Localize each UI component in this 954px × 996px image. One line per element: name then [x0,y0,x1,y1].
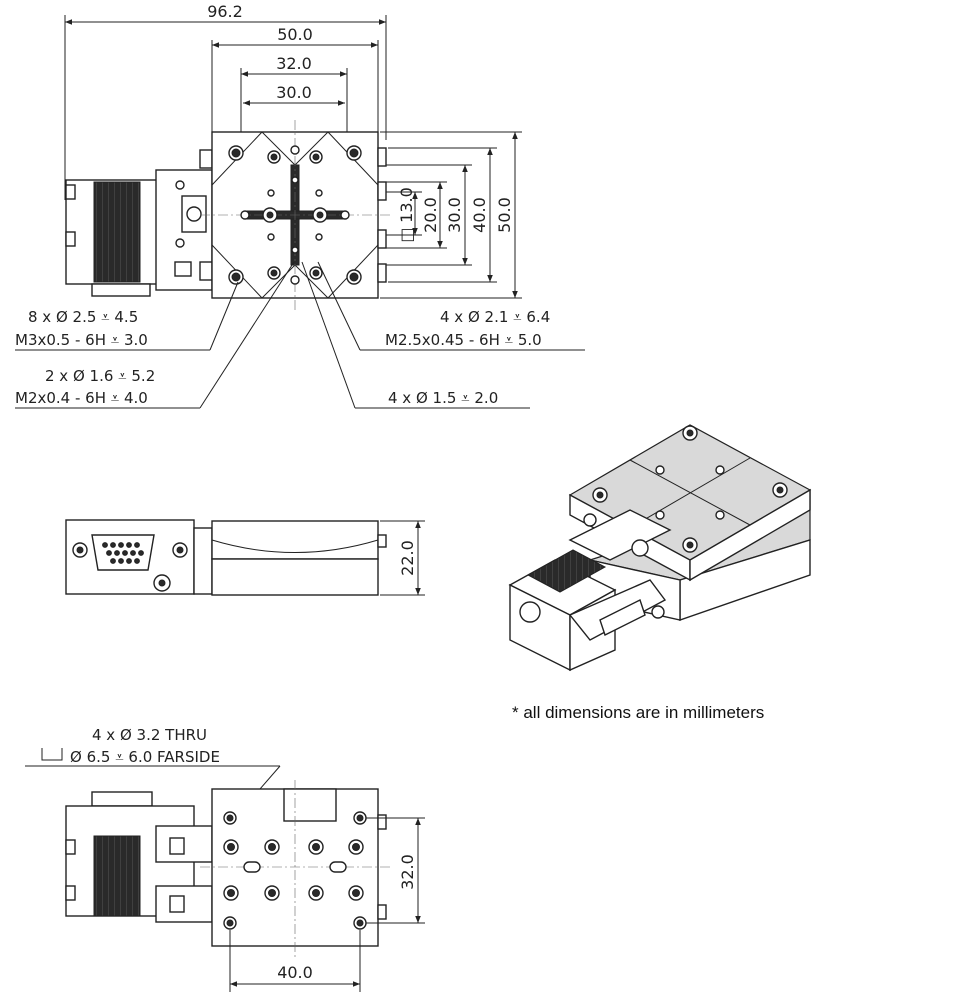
callout-holes-8-line2: M3x0.5 - 6H ⩡ 3.0 [15,331,148,349]
dim-text-40-v: 40.0 [470,197,489,233]
dim-height-40: 40.0 [470,148,493,282]
isometric-view [508,424,812,672]
dim-text-30-v: 30.0 [445,197,464,233]
dim-overall-width: 96.2 [65,2,386,25]
top-holes [228,145,362,285]
dim-text-20-v: 20.0 [421,197,440,233]
square-symbol: □ [397,227,416,242]
dim-text-40: 40.0 [277,963,313,982]
dim-text-32: 32.0 [276,54,312,73]
dim-height-13: 13.0 □ [397,187,418,243]
dim-width-50: 50.0 [212,25,378,48]
dim-height-50: 50.0 [495,132,518,298]
dim-text-22-v: 22.0 [398,540,417,576]
dim-width-30: 30.0 [243,83,345,106]
units-note: * all dimensions are in millimeters [512,703,764,722]
bottom-callout-line1: 4 x Ø 3.2 THRU [92,726,207,744]
top-stage-plate [200,120,390,310]
bottom-holes [223,811,367,930]
bottom-view: 4 x Ø 3.2 THRU Ø 6.5 ⩡ 6.0 FARSIDE [25,726,425,992]
counterbore-symbol [41,748,63,761]
dim-text-13-v: 13.0 [397,187,416,223]
dim-text-96-2: 96.2 [207,2,243,21]
top-view: 96.2 50.0 32.0 30.0 50.0 40.0 30.0 [15,2,585,409]
dim-text-30: 30.0 [276,83,312,102]
dim-text-50: 50.0 [277,25,313,44]
callout-holes-4a-line1: 4 x Ø 2.1 ⩡ 6.4 [440,308,550,326]
dim-text-50-v: 50.0 [495,197,514,233]
callout-holes-4a-line2: M2.5x0.45 - 6H ⩡ 5.0 [385,331,542,349]
dim-width-32: 32.0 [241,54,347,77]
bottom-callout-line2: Ø 6.5 ⩡ 6.0 FARSIDE [70,748,220,766]
callout-holes-2-line1: 2 x Ø 1.6 ⩡ 5.2 [45,367,155,385]
callout-holes-4b: 4 x Ø 1.5 ⩡ 2.0 [388,389,498,407]
top-callout-leaders [15,261,585,409]
dim-text-32-v: 32.0 [398,854,417,890]
callout-holes-2-line2: M2x0.4 - 6H ⩡ 4.0 [15,389,148,407]
side-view: 22.0 [65,519,425,596]
dim-height-20: 20.0 [421,182,443,248]
callout-holes-8-line1: 8 x Ø 2.5 ⩡ 4.5 [28,308,138,326]
dim-height-30: 30.0 [445,165,468,265]
top-motor [65,149,213,297]
db15-connector-pins [102,542,144,564]
